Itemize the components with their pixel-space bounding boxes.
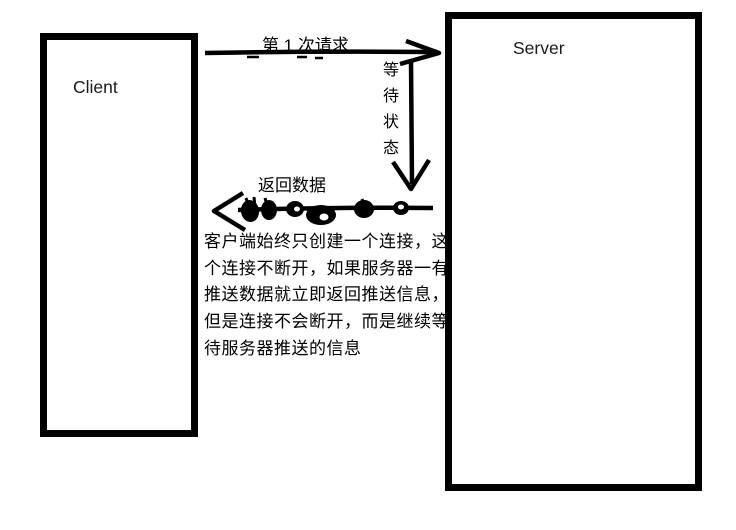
scribble-blob xyxy=(261,200,277,220)
scribble-spikes xyxy=(244,196,366,208)
scribble-hole xyxy=(398,204,404,210)
scribble-blob xyxy=(286,201,304,217)
note-line: 但是连接不会断开，而是继续等 xyxy=(204,312,449,332)
scribble-blob xyxy=(240,200,260,222)
scribble-blob xyxy=(306,205,336,225)
server-box-label: Server xyxy=(513,38,565,58)
wait-state-label: 等待状态 xyxy=(380,61,397,165)
server-box: Server xyxy=(445,12,702,491)
scribble-blob xyxy=(354,200,374,218)
note-text: 客户端始终只创建一个连接，这 个连接不断开，如果服务器一有 推送数据就立即返回推… xyxy=(204,229,452,363)
wait-arrow-line xyxy=(408,59,415,185)
note-line: 推送数据就立即返回推送信息， xyxy=(204,285,449,305)
response-arrow-label: 返回数据 xyxy=(258,176,326,195)
request-arrow-head xyxy=(399,38,442,67)
response-arrow-line xyxy=(237,205,434,213)
scribble-blob xyxy=(393,201,409,215)
request-arrow-label: 第 1 次请求 xyxy=(262,36,349,55)
note-line: 客户端始终只创建一个连接，这 xyxy=(204,232,449,251)
note-line: 个连接不断开，如果服务器一有 xyxy=(204,258,449,278)
erased-text-marks xyxy=(247,55,323,60)
client-box: Client xyxy=(40,33,198,437)
note-line: 待服务器推送的信息 xyxy=(204,338,362,358)
scribble-hole xyxy=(319,213,329,221)
client-box-label: Client xyxy=(73,77,118,97)
scribble-hole xyxy=(294,206,300,212)
scribble-marks xyxy=(240,200,409,225)
response-arrow-head xyxy=(211,191,247,232)
